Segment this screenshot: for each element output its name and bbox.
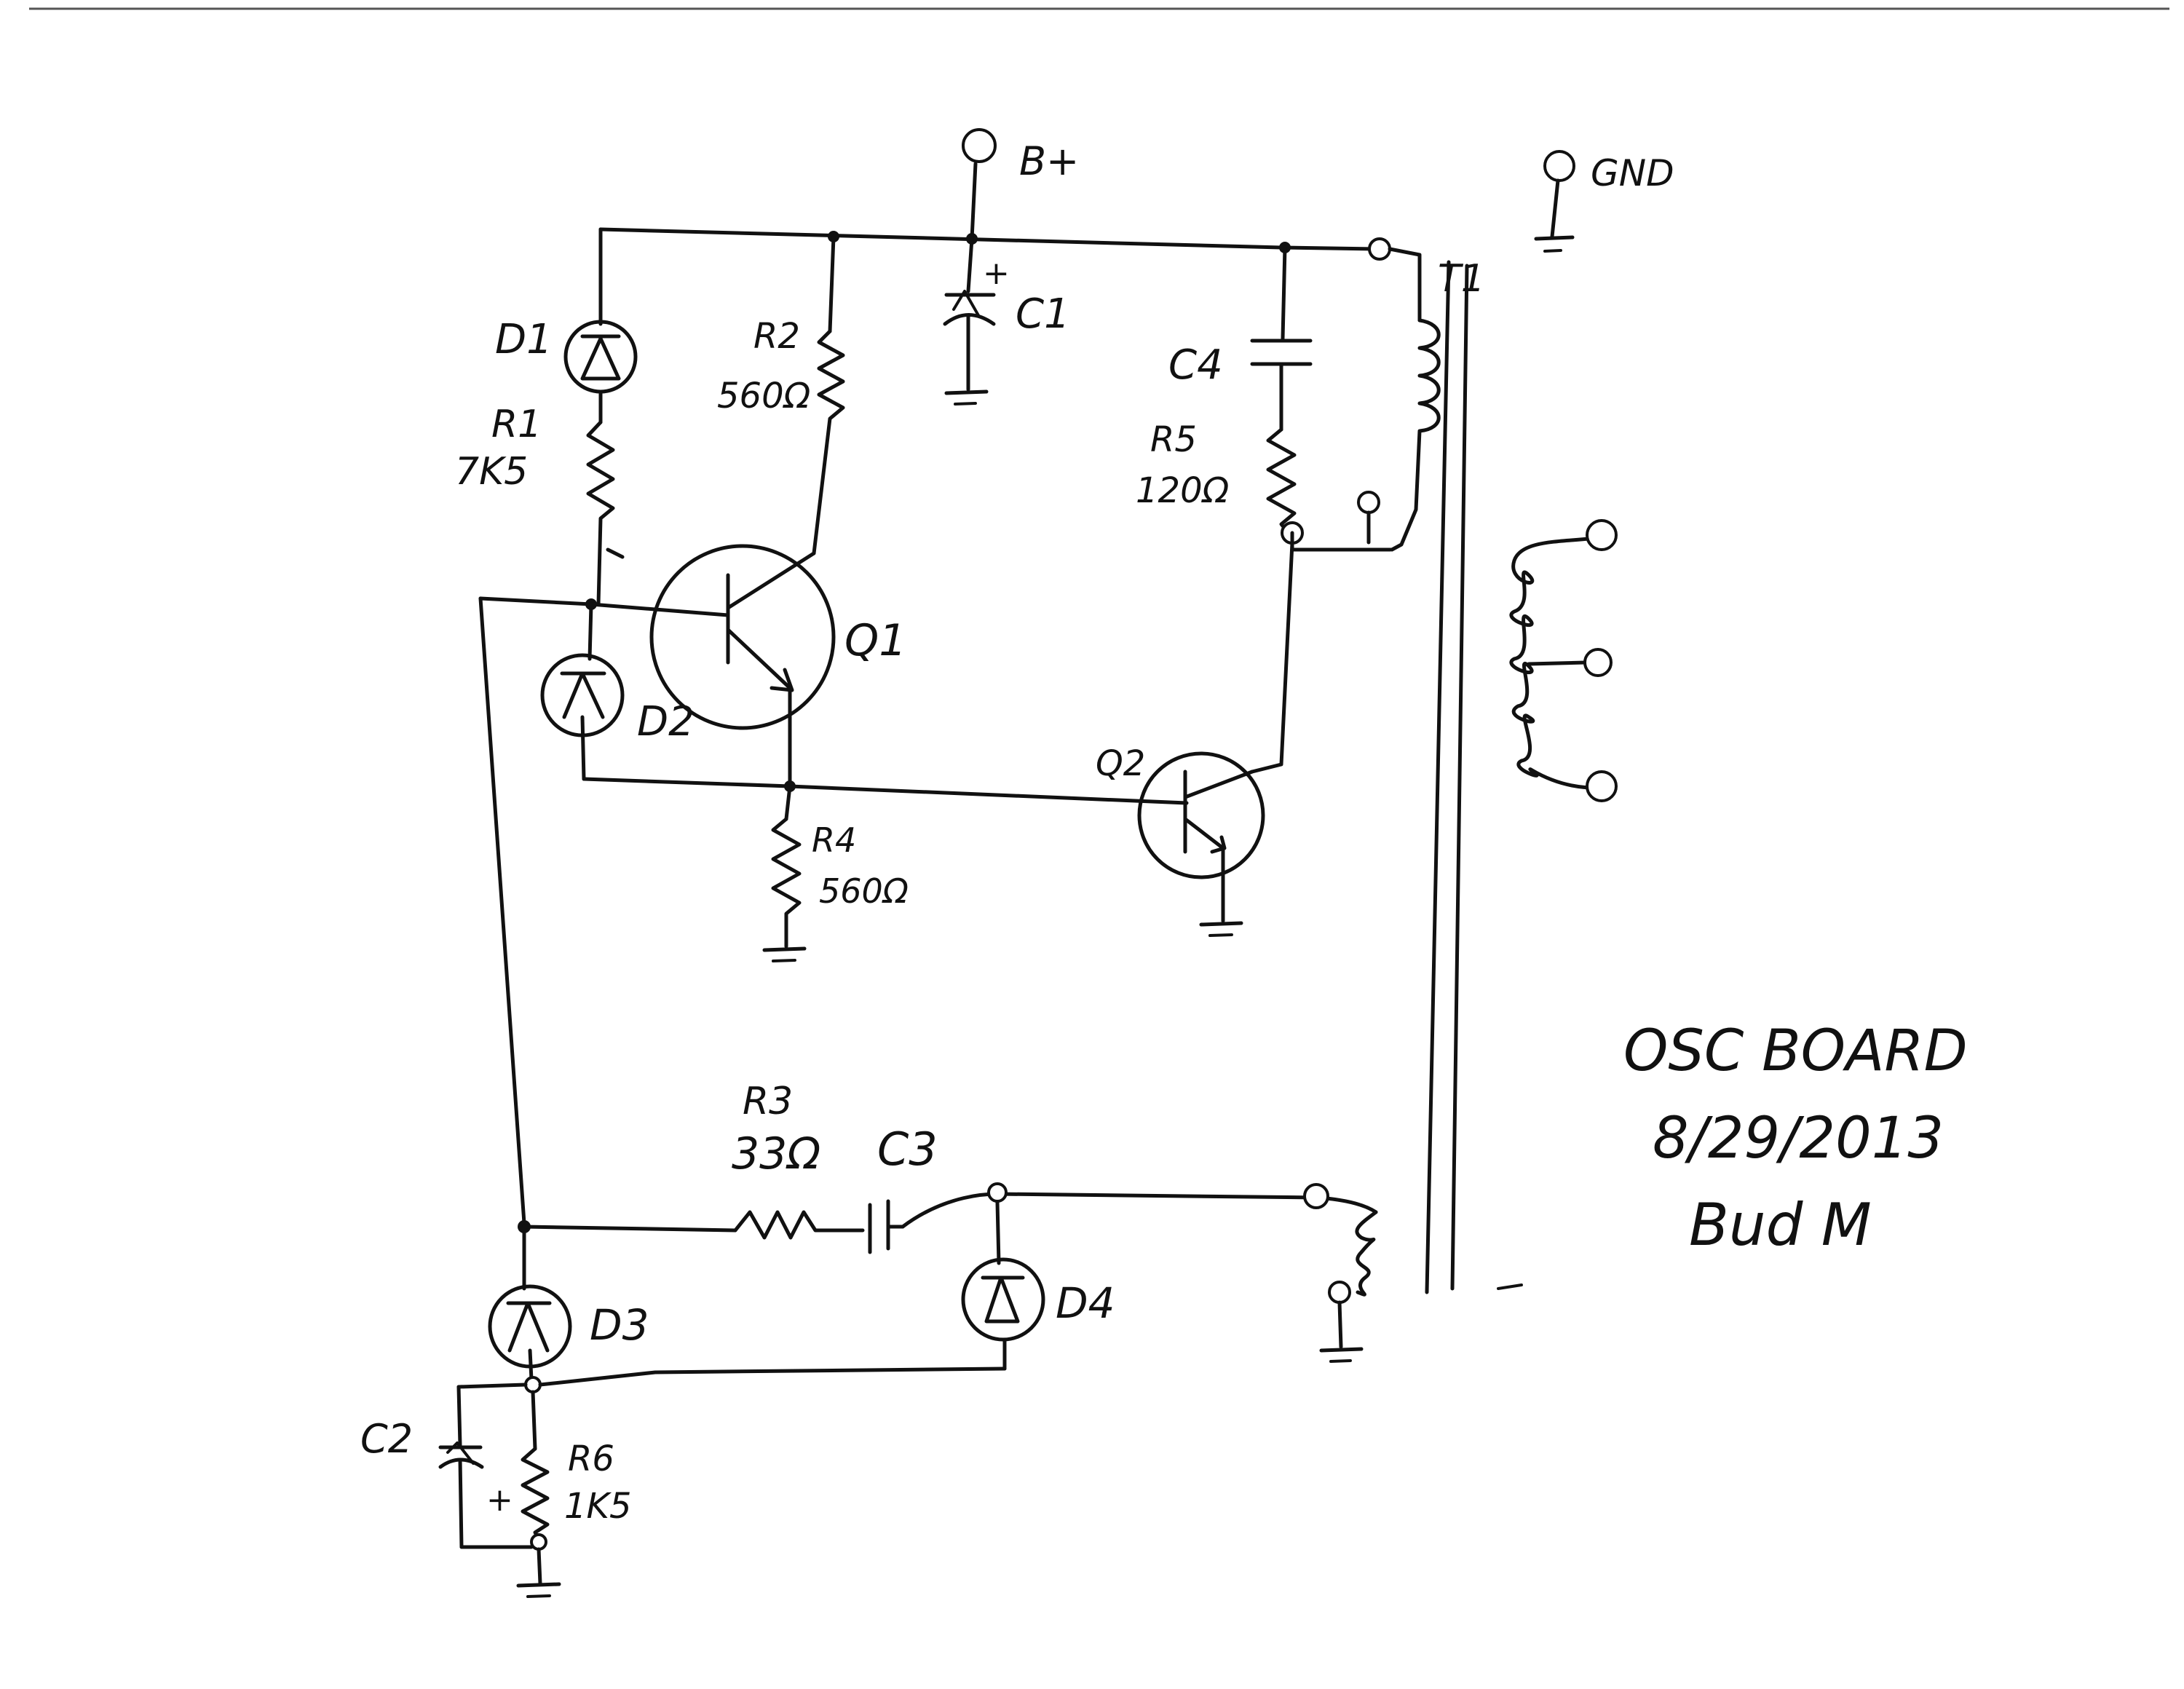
scan-smudge (1497, 1283, 1523, 1290)
c1-label: C1 (1016, 290, 1070, 338)
diode-d1: D1 (495, 227, 638, 424)
d3-label: D3 (590, 1300, 649, 1350)
capacitor-c1: + C1 (943, 237, 1070, 406)
gnd-terminal: GND (1534, 150, 1674, 253)
c2-label: C2 (360, 1416, 413, 1462)
r5-value: 120Ω (1136, 470, 1230, 511)
board-title: OSC BOARD (1623, 1018, 1968, 1084)
bplus-terminal: B+ (962, 128, 1079, 241)
diode-d4: D4 (961, 1201, 1115, 1371)
capacitor-c4: C4 (1168, 245, 1313, 432)
resistor-r6: R6 1K5 (521, 1390, 632, 1551)
capacitor-c3: C3 (868, 1123, 938, 1254)
r3-value: 33Ω (732, 1128, 820, 1179)
q2-base-wire (788, 784, 1189, 805)
resistor-r1: R1 7K5 (455, 403, 615, 606)
base-feedback-wire (478, 596, 730, 617)
collector-tap-wire (1290, 531, 1393, 552)
r4-value: 560Ω (819, 871, 909, 911)
r6-label: R6 (568, 1439, 614, 1479)
t1-label: T1 (1438, 257, 1485, 301)
transformer-t1-primary: T1 (1357, 237, 1485, 552)
transformer-t1-secondary (1509, 519, 1618, 802)
q2-label: Q2 (1096, 743, 1145, 784)
c1-polarity: + (983, 255, 1010, 292)
board-author: Bud M (1689, 1191, 1872, 1259)
c2-polarity: + (486, 1482, 513, 1519)
resistor-r2: R2 560Ω (717, 234, 845, 555)
c4-label: C4 (1168, 341, 1223, 389)
r6-value: 1K5 (564, 1486, 632, 1527)
resistor-r4: R4 560Ω (762, 784, 909, 962)
r3-label: R3 (743, 1080, 793, 1123)
r1-label: R1 (491, 403, 542, 446)
r4-label: R4 (812, 820, 856, 860)
r5-label: R5 (1150, 419, 1197, 460)
d2-label: D2 (637, 698, 695, 745)
transistor-q1: Q1 (649, 544, 906, 788)
r2-value: 560Ω (717, 376, 811, 416)
feedback-coil (1319, 1210, 1378, 1363)
supply-rail (598, 227, 1378, 251)
d1-label: D1 (495, 316, 553, 363)
r1-value: 7K5 (455, 450, 528, 494)
bottom-return-wire (538, 1366, 1007, 1387)
resistor-r5: R5 120Ω (1136, 419, 1297, 534)
q1-label: Q1 (844, 615, 906, 666)
bplus-label: B+ (1019, 138, 1079, 184)
resistor-r3: R3 33Ω (732, 1080, 865, 1240)
diode-d2: D2 (540, 602, 695, 781)
d4-label: D4 (1056, 1278, 1115, 1328)
title-block: OSC BOARD 8/29/2013 Bud M (1623, 1018, 1968, 1259)
emitter-bus (582, 777, 792, 788)
board-date: 8/29/2013 (1653, 1106, 1944, 1171)
c3-label: C3 (877, 1123, 938, 1176)
r2-label: R2 (753, 316, 800, 357)
transformer-t1-core (1425, 260, 1451, 1294)
capacitor-c2: C2 + (360, 1385, 513, 1549)
transistor-q2: Q2 (1096, 743, 1265, 937)
gnd-label: GND (1591, 152, 1674, 194)
r3-c3-wire (522, 1225, 737, 1233)
diode-d3: D3 (488, 1225, 649, 1382)
left-feedback-wire (478, 596, 526, 1225)
